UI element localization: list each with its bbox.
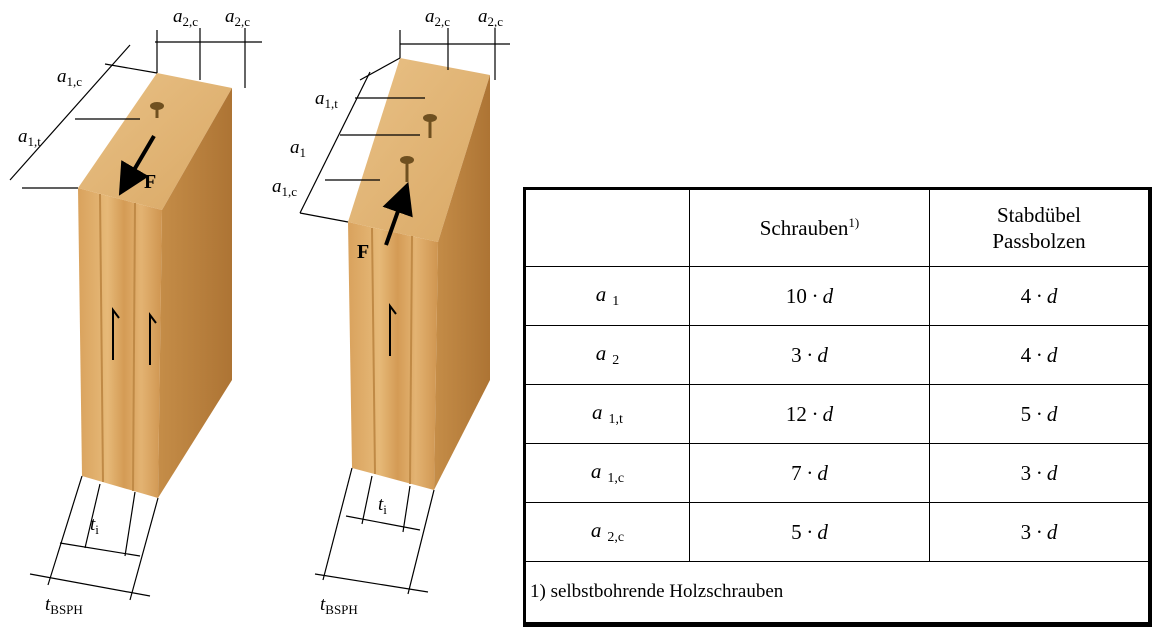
label-a1t: a1,t (18, 126, 41, 149)
block2-screw-lower (400, 156, 414, 182)
label-ti: ti (90, 514, 99, 537)
label-a1c: a1,c (57, 66, 82, 89)
timber-block-2: F (348, 58, 490, 490)
timber-block-1: F (78, 73, 232, 498)
force-arrow-2 (382, 181, 413, 246)
block2-dimensions (299, 28, 510, 595)
shear-arrow-icon (389, 303, 397, 356)
label-a2c: a2,c (478, 6, 503, 29)
block1-side-face (158, 88, 232, 498)
table-footnote-row: 1) selbstbohrende Holzschrauben (524, 561, 1151, 625)
block2-screw-upper (423, 114, 437, 138)
label-a1t: a1,t (315, 88, 338, 111)
label-a2c: a2,c (173, 6, 198, 29)
dowels-value: 5 · d (929, 384, 1151, 444)
clt-diagram: F a1,c a1,t a2,c a2,c ti tBSPH (9, 6, 510, 616)
block2-lamella-line (409, 235, 413, 485)
block1-lamella-line (99, 193, 104, 483)
dowels-value: 3 · d (929, 502, 1151, 562)
block1-top-face (78, 73, 232, 210)
label-a1: a1 (290, 137, 306, 160)
block1-front-face (78, 188, 162, 498)
screws-value: 3 · d (689, 325, 930, 385)
shear-arrow-icon (149, 312, 157, 365)
dowels-value: 4 · d (929, 325, 1151, 385)
block1-screw (150, 102, 164, 118)
block2-lamella-line (371, 227, 376, 475)
screws-value: 5 · d (689, 502, 930, 562)
block1-dimensions (9, 28, 262, 601)
label-a2c: a2,c (425, 6, 450, 29)
label-a2c: a2,c (225, 6, 250, 29)
screws-value: 7 · d (689, 443, 930, 503)
table-header-empty (524, 188, 690, 267)
force-arrow-1 (118, 134, 156, 196)
table-footnote: 1) selbstbohrende Holzschrauben (524, 561, 1151, 625)
force-label-2: F (357, 241, 369, 263)
label-tbsph: tBSPH (45, 594, 83, 616)
table-header-screws: Schrauben1) (689, 188, 930, 267)
screws-value: 12 · d (689, 384, 930, 444)
block1-lamella-line (132, 202, 136, 492)
label-a1c: a1,c (272, 176, 297, 199)
dowels-value: 3 · d (929, 443, 1151, 503)
dowels-value: 4 · d (929, 266, 1151, 326)
force-label-1: F (144, 171, 156, 193)
label-ti: ti (378, 494, 387, 517)
block2-side-face (434, 75, 490, 490)
shear-arrow-icon (112, 307, 120, 360)
block2-front-face (348, 222, 438, 490)
label-tbsph: tBSPH (320, 594, 358, 616)
screws-value: 10 · d (689, 266, 930, 326)
